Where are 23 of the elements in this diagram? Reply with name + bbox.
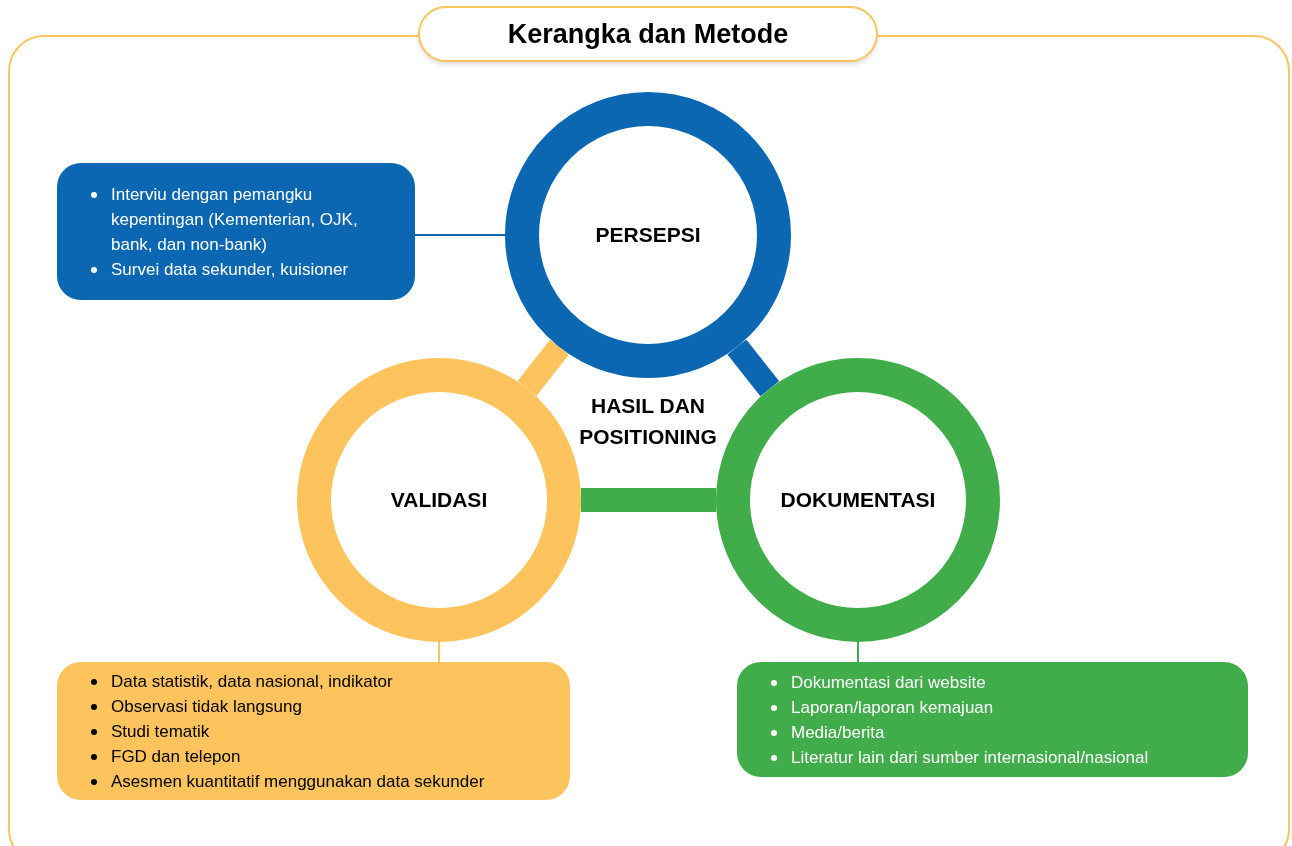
circle-label: VALIDASI bbox=[390, 487, 488, 514]
circle-label: PERSEPSI bbox=[595, 222, 701, 249]
bullet-item: Observasi tidak langsung bbox=[111, 695, 302, 718]
connector-line bbox=[438, 641, 440, 663]
bullet-item: Studi tematik bbox=[111, 720, 210, 743]
bullet-list-box bbox=[57, 662, 570, 800]
bullet-item: Media/berita bbox=[791, 721, 885, 744]
circle-label: DOKUMENTASI bbox=[780, 487, 936, 514]
bullet-item: Survei data sekunder, kuisioner bbox=[111, 258, 349, 281]
bullet-list-box bbox=[737, 662, 1248, 777]
bullet-item: Laporan/laporan kemajuan bbox=[791, 696, 994, 719]
bullet-item: Asesmen kuantitatif menggunakan data sekunder bbox=[111, 770, 485, 793]
connector-line bbox=[414, 234, 506, 236]
bullet-item: Literatur lain dari sumber internasional/nasional bbox=[791, 746, 1149, 769]
connector-bar bbox=[581, 488, 716, 512]
title-banner: Kerangka dan Metode bbox=[418, 6, 878, 62]
connector-line bbox=[857, 641, 859, 663]
center-label: HASIL DAN POSITIONING bbox=[578, 393, 718, 450]
bullet-item: Dokumentasi dari website bbox=[791, 671, 986, 694]
bullet-item: Data statistik, data nasional, indikator bbox=[111, 670, 393, 693]
bullet-item: Interviu dengan pemangku kepentingan (Kementerian, OJK, bank, dan non-bank) bbox=[111, 183, 359, 256]
bullet-list-box bbox=[57, 163, 415, 300]
bullet-item: FGD dan telepon bbox=[111, 745, 241, 768]
